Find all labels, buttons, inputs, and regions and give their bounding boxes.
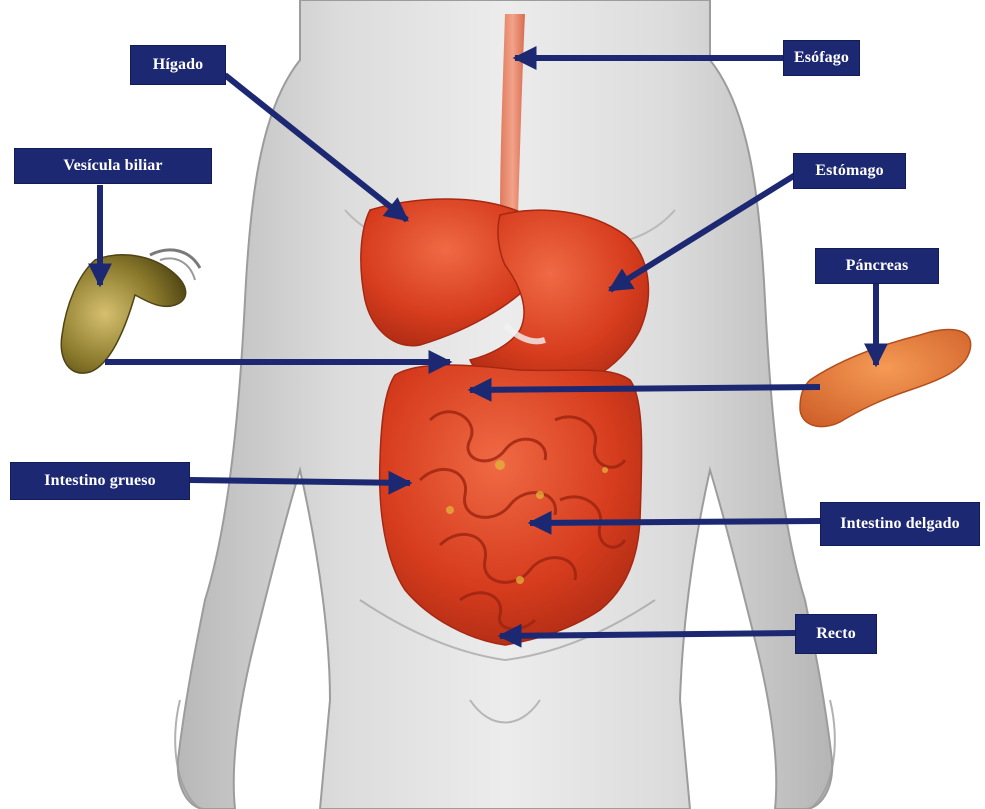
- label-estomago: Estómago: [793, 153, 906, 189]
- label-recto: Recto: [795, 614, 877, 654]
- label-vesicula-biliar: Vesícula biliar: [14, 148, 212, 184]
- arrow-intestino-grueso: [190, 480, 410, 483]
- gallbladder-illustration: [61, 250, 200, 373]
- label-intestino-delgado: Intestino delgado: [820, 502, 980, 546]
- arrow-recto: [500, 633, 795, 636]
- label-intestino-grueso: Intestino grueso: [10, 462, 190, 500]
- pancreas-illustration: [800, 330, 971, 427]
- arrow-intestino-delgado: [530, 521, 820, 523]
- arrow-pancreas-duct: [470, 387, 820, 390]
- label-esofago: Esófago: [783, 40, 860, 76]
- label-pancreas: Páncreas: [815, 248, 939, 284]
- label-higado: Hígado: [130, 45, 226, 85]
